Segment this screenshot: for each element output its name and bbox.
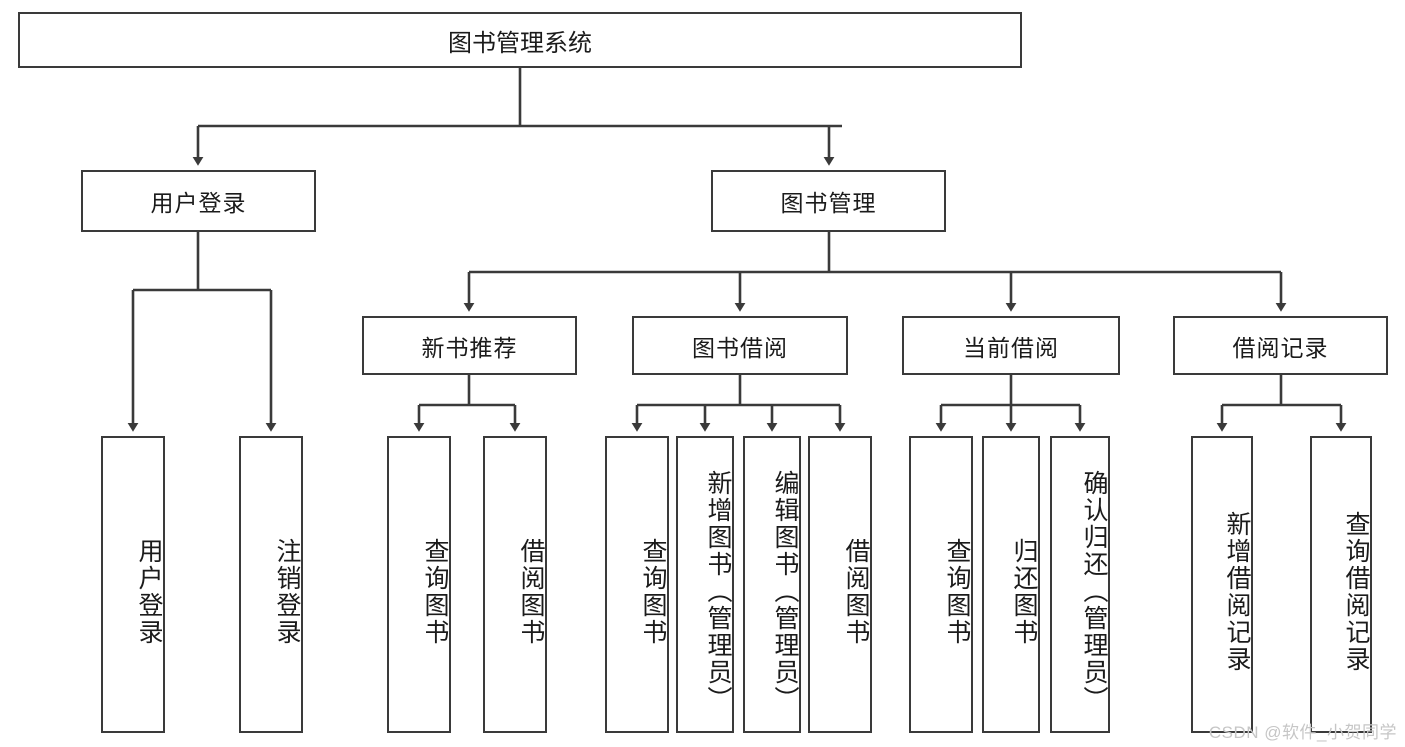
leaf-return-book[interactable]: 归还图书	[982, 436, 1040, 733]
watermark: CSDN @软件_小贺同学	[1208, 723, 1397, 742]
leaf-logout[interactable]: 注销登录	[239, 436, 303, 733]
node-label: 当前借阅	[963, 334, 1059, 361]
node-label: 归还图书	[1010, 537, 1038, 646]
leaf-query-book-borrow[interactable]: 查询图书	[605, 436, 669, 733]
node-label: 确认归还（管理员）	[1080, 470, 1108, 713]
node-label: 新书推荐	[421, 334, 518, 361]
node-label: 借阅图书	[842, 537, 870, 646]
node-label: 借阅图书	[517, 537, 545, 646]
leaf-query-borrow-record[interactable]: 查询借阅记录	[1310, 436, 1372, 733]
node-new-book-recommend[interactable]: 新书推荐	[362, 316, 577, 375]
node-label: 查询图书	[639, 537, 667, 646]
node-label: 用户登录	[150, 190, 247, 216]
node-book-management[interactable]: 图书管理	[711, 170, 946, 232]
leaf-edit-book-admin[interactable]: 编辑图书（管理员）	[743, 436, 801, 733]
leaf-add-book-admin[interactable]: 新增图书（管理员）	[676, 436, 734, 733]
node-label: 图书管理	[780, 190, 877, 216]
node-label: 注销登录	[273, 537, 301, 646]
leaf-borrow-book-recommend[interactable]: 借阅图书	[483, 436, 547, 733]
node-borrow-records[interactable]: 借阅记录	[1173, 316, 1388, 375]
node-label: 编辑图书（管理员）	[771, 470, 799, 713]
node-label: 新增图书（管理员）	[704, 470, 732, 713]
node-current-borrow[interactable]: 当前借阅	[902, 316, 1120, 375]
leaf-add-borrow-record[interactable]: 新增借阅记录	[1191, 436, 1253, 733]
node-book-borrow[interactable]: 图书借阅	[632, 316, 848, 375]
node-label: 图书借阅	[692, 334, 788, 361]
leaf-borrow-book[interactable]: 借阅图书	[808, 436, 872, 733]
node-label: 用户登录	[135, 537, 163, 646]
node-label: 查询图书	[943, 537, 971, 646]
node-label: 查询借阅记录	[1342, 510, 1370, 673]
leaf-confirm-return-admin[interactable]: 确认归还（管理员）	[1050, 436, 1110, 733]
node-root-system[interactable]: 图书管理系统	[18, 12, 1022, 68]
node-label: 图书管理系统	[448, 29, 592, 57]
node-label: 新增借阅记录	[1223, 510, 1251, 673]
leaf-query-book-recommend[interactable]: 查询图书	[387, 436, 451, 733]
leaf-query-book-current[interactable]: 查询图书	[909, 436, 973, 733]
node-label: 查询图书	[421, 537, 449, 646]
node-label: 借阅记录	[1232, 334, 1329, 361]
leaf-user-login[interactable]: 用户登录	[101, 436, 165, 733]
node-user-login[interactable]: 用户登录	[81, 170, 316, 232]
